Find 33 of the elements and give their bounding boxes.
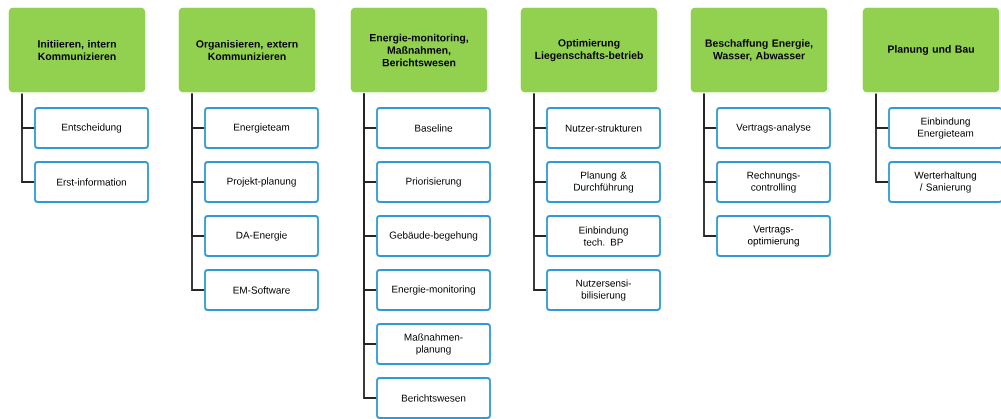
- task-box: Nutzer-strukturen: [546, 107, 661, 149]
- task-box: Einbindung tech. BP: [546, 215, 661, 257]
- connector-line: [703, 92, 717, 237]
- task-box: Rechnungs-controlling: [716, 161, 831, 203]
- category-box: Initiieren, intern Kommunizieren: [7, 6, 147, 94]
- task-box: Vertrags-analyse: [716, 107, 831, 149]
- task-box: Gebäude-begehung: [376, 215, 491, 257]
- connector-line: [875, 92, 889, 183]
- task-box: Werterhaltung / Sanierung: [888, 161, 1001, 203]
- task-box: Baseline: [376, 107, 491, 149]
- connector-line: [533, 92, 547, 291]
- task-box: Projekt-planung: [204, 161, 319, 203]
- category-box: Planung und Bau: [861, 6, 1001, 94]
- connector-line: [363, 92, 377, 399]
- task-box: Planung & Durchführung: [546, 161, 661, 203]
- task-box: Maßnahmen-planung: [376, 323, 491, 365]
- connector-line: [21, 92, 35, 183]
- task-box: Entscheidung: [34, 107, 149, 149]
- task-box: Erst-information: [34, 161, 149, 203]
- task-box: Energieteam: [204, 107, 319, 149]
- task-box: Energie-monitoring: [376, 269, 491, 311]
- task-box: Nutzersensi-bilisierung: [546, 269, 661, 311]
- task-box: Priorisierung: [376, 161, 491, 203]
- category-box: Beschaffung Energie, Wasser, Abwasser: [689, 6, 829, 94]
- task-box: DA-Energie: [204, 215, 319, 257]
- category-box: Energie-monitoring, Maßnahmen, Berichtswesen: [349, 6, 489, 94]
- task-box: Vertrags-optimierung: [716, 215, 831, 257]
- category-box: Organisieren, extern Kommunizieren: [177, 6, 317, 94]
- connector-line: [191, 92, 205, 291]
- category-box: Optimierung Liegenschafts-betrieb: [519, 6, 659, 94]
- task-box: Berichtswesen: [376, 377, 491, 419]
- task-box: Einbindung Energieteam: [888, 107, 1001, 149]
- task-box: EM-Software: [204, 269, 319, 311]
